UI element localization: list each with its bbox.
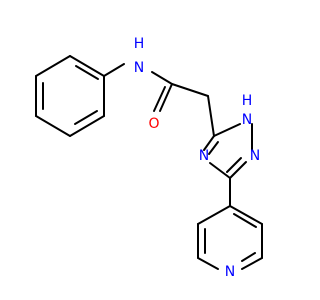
bond <box>241 257 263 270</box>
bond <box>209 162 231 179</box>
phenyl-ring <box>35 55 105 137</box>
molecule-structure-diagram: H N O H N N N <box>35 36 263 280</box>
bond <box>35 55 71 77</box>
triazole-n1-label: N <box>242 112 252 128</box>
bond <box>197 205 231 225</box>
pyridine-ring <box>197 205 263 270</box>
bond-carbonyl-ch2 <box>171 83 209 97</box>
bond-ch2-triazole <box>207 95 215 137</box>
double-bond-inner <box>74 110 98 125</box>
double-bond-carbonyl-o <box>153 86 166 112</box>
triazole-n2-label: N <box>250 148 260 164</box>
bond <box>69 55 105 77</box>
bond-phenyl-nh <box>103 63 125 77</box>
double-bond-inner <box>75 65 99 80</box>
double-bond-inner <box>233 213 257 228</box>
double-bond-inner <box>208 141 219 155</box>
bond <box>69 115 105 137</box>
carbonyl-o-label: O <box>148 116 159 132</box>
bond-carbonyl-o <box>159 83 173 112</box>
bond <box>197 257 219 270</box>
triazole-h-label: H <box>242 93 253 109</box>
bond <box>229 205 263 225</box>
pyridine-n-label: N <box>225 264 235 280</box>
amide-n-label: N <box>134 60 144 76</box>
bond <box>229 161 247 179</box>
triazole-ring <box>203 123 253 179</box>
double-bond-inner <box>241 252 256 262</box>
bond <box>213 123 241 137</box>
double-bond-inner <box>226 157 242 173</box>
triazole-n4-label: N <box>199 148 209 164</box>
amide-h-label: H <box>134 36 145 52</box>
bond <box>203 135 215 151</box>
bond <box>35 115 71 137</box>
bond-n-carbonyl <box>151 71 173 85</box>
